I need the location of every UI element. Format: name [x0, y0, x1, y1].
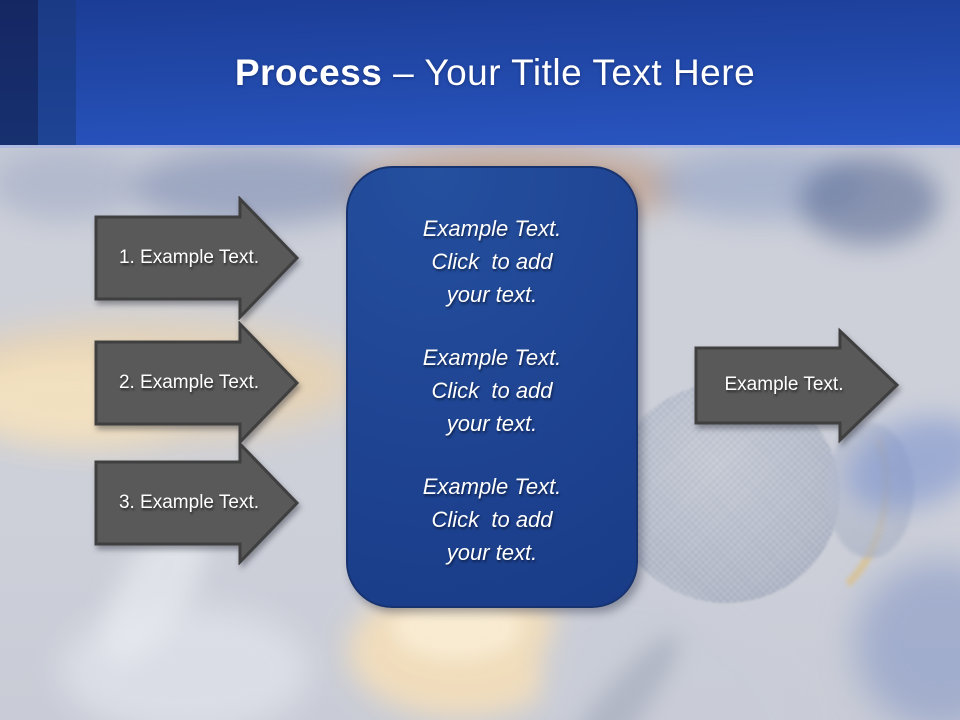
arrow-right-shape-icon [94, 321, 300, 445]
slide-title: Process – Your Title Text Here [205, 52, 755, 94]
content-line: Click to add [431, 507, 553, 532]
background-blue-blur [855, 560, 960, 720]
arrow-right-shape-icon [94, 196, 300, 320]
result-arrow: Example Text. [694, 323, 900, 447]
process-arrow-1: 1. Example Text. [94, 196, 300, 320]
process-arrow-2-label: 2. Example Text. [118, 372, 260, 393]
left-accent-strip-dark [0, 0, 38, 145]
content-line: Example Text. [422, 345, 562, 370]
content-line: your text. [446, 540, 538, 565]
content-line: Example Text. [422, 474, 562, 499]
content-line: Example Text. [422, 216, 562, 241]
left-accent-strip-medium [38, 0, 76, 145]
content-line: your text. [446, 282, 538, 307]
slide-title-keyword: Process [234, 51, 383, 93]
process-arrow-3: 3. Example Text. [94, 441, 300, 565]
audience-blur-blob [800, 157, 940, 245]
process-arrow-1-label: 1. Example Text. [118, 247, 260, 268]
audience-blur-blob [0, 149, 140, 221]
process-arrow-3-label: 3. Example Text. [118, 492, 260, 513]
content-line: Click to add [431, 249, 553, 274]
content-line: Click to add [431, 378, 553, 403]
slide-title-subtitle: – Your Title Text Here [382, 51, 756, 93]
audience-blur-blob [130, 149, 380, 225]
arrow-right-shape-icon [94, 441, 300, 565]
content-box: Example Text. Click to add your text. Ex… [346, 166, 638, 608]
title-bar: Process – Your Title Text Here [0, 0, 960, 145]
arrow-right-shape-icon [694, 327, 900, 444]
content-block-3: Example Text. Click to add your text. [423, 470, 562, 569]
result-arrow-label: Example Text. [724, 374, 844, 395]
content-block-1: Example Text. Click to add your text. [423, 212, 562, 311]
content-block-2: Example Text. Click to add your text. [423, 341, 562, 440]
header-divider-line [0, 145, 960, 148]
process-arrow-2: 2. Example Text. [94, 321, 300, 445]
light-streak-blur [60, 605, 310, 720]
content-line: your text. [446, 411, 538, 436]
